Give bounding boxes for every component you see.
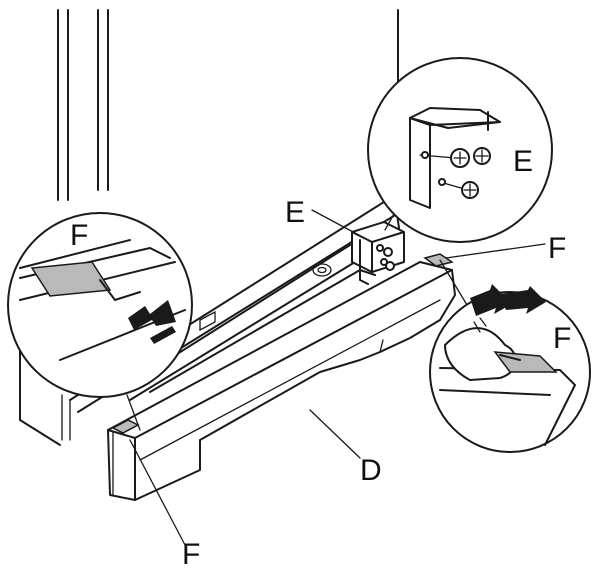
plinth-panel — [107, 261, 456, 501]
clip-push-detail-inset — [7, 212, 193, 398]
label-f-bottom: F — [182, 538, 200, 571]
bracket-main — [351, 221, 405, 285]
bracket-detail-inset — [367, 57, 553, 243]
label-e-inset: E — [513, 145, 533, 178]
label-f-right-inset: F — [553, 322, 571, 355]
label-f-top-right: F — [548, 232, 566, 265]
cabinet-base-frame — [61, 194, 401, 441]
clip-release-detail-inset — [429, 284, 591, 453]
label-d: D — [360, 454, 382, 487]
label-e-main: E — [285, 196, 305, 229]
clip-right — [423, 253, 454, 267]
label-f-left-inset: F — [70, 219, 88, 252]
